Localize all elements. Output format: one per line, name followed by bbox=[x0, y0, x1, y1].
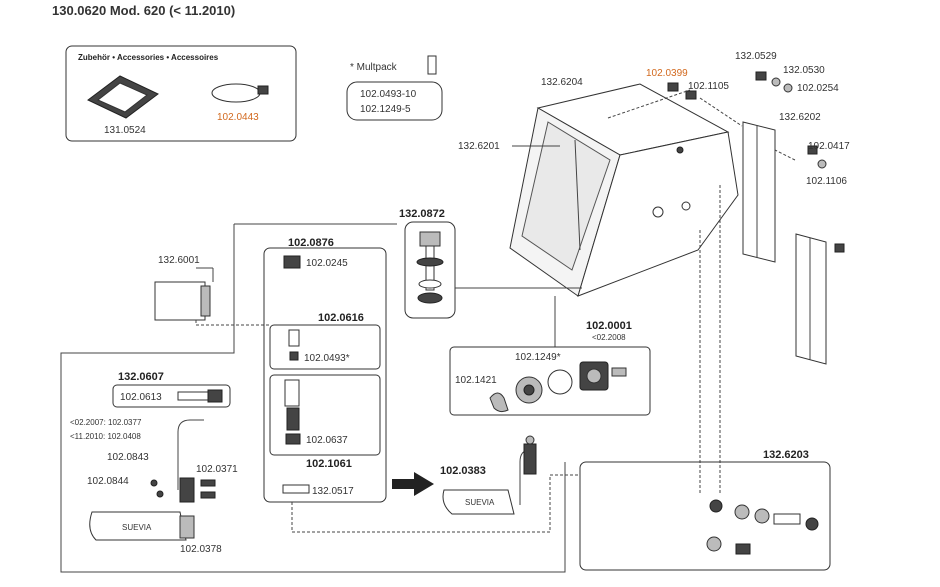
housing-label-10: 102.1106 bbox=[806, 176, 847, 187]
group-6203-label: 132.6203 bbox=[763, 449, 809, 461]
group-0607-note-1: <02.2007: 102.0377 bbox=[70, 418, 142, 427]
group-0876-top-part bbox=[283, 255, 301, 269]
group-0876-bottom-part bbox=[282, 484, 310, 494]
accessories-box: Zubehör • Accessories • Accessoires 131.… bbox=[65, 45, 297, 142]
group-0607-part: 102.0613 bbox=[120, 392, 162, 403]
group-1061-label: 102.1061 bbox=[306, 458, 352, 470]
housing-label-4: 102.1105 bbox=[688, 81, 729, 92]
group-1061-box bbox=[269, 374, 381, 456]
group-1061-part bbox=[284, 379, 301, 445]
accessory-hose-drawing bbox=[211, 83, 269, 103]
group-6203-drawing bbox=[594, 499, 819, 555]
accessories-heading: Zubehör • Accessories • Accessoires bbox=[78, 53, 219, 62]
group-0607-brand: SUEVIA bbox=[122, 523, 152, 532]
group-0607-part-3: 102.0371 bbox=[196, 464, 238, 475]
flow-arrow bbox=[392, 472, 434, 496]
housing-label-6: 132.0530 bbox=[783, 65, 825, 76]
group-0872-box bbox=[404, 221, 456, 319]
group-0876-bottom-label: 132.0517 bbox=[312, 486, 354, 497]
group-0607-label: 132.0607 bbox=[118, 371, 164, 383]
group-0607-pin bbox=[177, 389, 223, 403]
page-title: 130.0620 Mod. 620 (< 11.2010) bbox=[52, 3, 236, 18]
group-0001-box bbox=[449, 346, 651, 416]
group-0876-label: 102.0876 bbox=[288, 237, 334, 249]
group-1061-part-1: 102.0637 bbox=[306, 435, 348, 446]
housing-label-1: 132.6204 bbox=[541, 77, 583, 88]
panel-6001-label: 132.6001 bbox=[158, 255, 200, 266]
group-0876-part-1: 102.0245 bbox=[306, 258, 348, 269]
group-0001-part-2: 102.1421 bbox=[455, 375, 497, 386]
group-0607-part-2: 102.0844 bbox=[87, 476, 129, 487]
accessory-label-1: 131.0524 bbox=[104, 125, 146, 136]
housing-label-5: 132.0529 bbox=[735, 51, 777, 62]
multipack-label: * Multpack bbox=[350, 62, 398, 73]
group-0607-note-2: <11.2010: 102.0408 bbox=[70, 432, 141, 441]
group-0383-brand: SUEVIA bbox=[465, 498, 495, 507]
housing-label-9: 102.0417 bbox=[808, 141, 850, 152]
group-0616-part-1: 102.0493* bbox=[304, 353, 350, 364]
multipack-item-1: 102.0493-10 bbox=[360, 89, 417, 100]
group-0383-label: 102.0383 bbox=[440, 465, 486, 477]
multipack-box: * Multpack 102.0493-10 102.1249-5 bbox=[346, 55, 443, 121]
housing-label-8: 132.6202 bbox=[779, 112, 821, 123]
group-6203-box bbox=[579, 461, 831, 571]
group-0001-note: <02.2008 bbox=[592, 333, 626, 342]
accessory-label-2: 102.0443 bbox=[217, 112, 259, 123]
group-0872-label: 132.0872 bbox=[399, 208, 445, 220]
group-0616-box bbox=[269, 324, 381, 370]
multipack-item-2: 102.1249-5 bbox=[360, 104, 411, 115]
group-0616-label: 102.0616 bbox=[318, 312, 364, 324]
housing-label-7: 102.0254 bbox=[797, 83, 839, 94]
housing-drawing bbox=[509, 71, 845, 495]
accessory-frame-drawing bbox=[87, 75, 159, 119]
group-0876-box bbox=[263, 247, 387, 503]
panel-6001-drawing bbox=[154, 281, 211, 321]
housing-label-2: 132.6201 bbox=[458, 141, 500, 152]
group-0001-label: 102.0001 bbox=[586, 320, 632, 332]
group-0607-bracket bbox=[89, 419, 216, 541]
group-0607-part-4: 102.0378 bbox=[180, 544, 222, 555]
group-0383-drawing bbox=[442, 435, 537, 515]
group-0001-part-1: 102.1249* bbox=[515, 352, 561, 363]
group-0607-part-1: 102.0843 bbox=[107, 452, 149, 463]
housing-label-3: 102.0399 bbox=[646, 68, 688, 79]
group-0616-part bbox=[288, 329, 300, 361]
group-0607-box bbox=[112, 384, 231, 408]
